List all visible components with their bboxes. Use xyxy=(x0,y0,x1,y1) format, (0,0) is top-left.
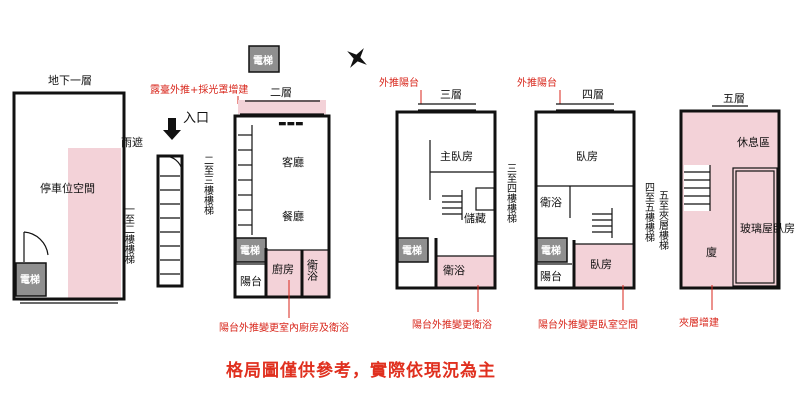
f5-room-label: 廈 xyxy=(706,245,717,259)
f3-bath-label: 衛浴 xyxy=(443,264,465,277)
f3-note-top: 外推陽台 xyxy=(379,76,419,89)
f4-title: 四層 xyxy=(582,88,604,101)
floor-5f: 五層 休息區 玻璃屋臥房 廈 五至夾層樓梯 夾層增建 xyxy=(657,92,796,329)
f4-bedroom2-label: 臥房 xyxy=(590,258,612,271)
floor-2f: 電梯 露臺外推+採光罩增建 二層 ▬▬▬ 客廳 餐廳 電梯 廚房 衛浴 陽台 二… xyxy=(150,45,349,334)
f3-title: 三層 xyxy=(440,88,462,101)
f3-elevator xyxy=(397,237,429,263)
f3-master-label: 主臥房 xyxy=(440,150,473,163)
f4-bath-label: 衛浴 xyxy=(540,196,562,209)
f2-elevator-label: 電梯 xyxy=(240,244,260,257)
f4-stairs-label: 四至五樓樓梯 xyxy=(643,182,655,243)
b1-title: 地下一層 xyxy=(48,74,92,87)
f4-elevator xyxy=(536,237,568,263)
f5-lounge-label: 休息區 xyxy=(737,135,770,149)
f2-kitchen-label: 廚房 xyxy=(272,262,294,276)
f5-note-bottom: 夾層增建 xyxy=(679,316,719,329)
f3-elevator-label: 電梯 xyxy=(402,244,422,257)
f5-outline xyxy=(679,109,781,290)
f3-note-bottom: 陽台外推變更衛浴 xyxy=(412,318,492,331)
f4-note-top: 外推陽台 xyxy=(517,76,557,89)
b1-canopy-label: 雨遮 xyxy=(121,135,143,149)
b1-entrance-label: 入口 xyxy=(183,111,209,126)
b1-elevator xyxy=(15,262,47,297)
b1-parking-highlight xyxy=(68,148,121,298)
roof-elevator-label: 電梯 xyxy=(253,54,273,67)
f5-glass-room-label: 玻璃屋臥房 xyxy=(740,221,795,235)
f2-elevator xyxy=(235,237,267,263)
f2-balcony-label: 陽台 xyxy=(240,274,262,288)
f5-title: 五層 xyxy=(723,92,745,105)
f2-kitchen-highlight xyxy=(266,250,302,296)
roof-elevator xyxy=(248,45,280,73)
f3-stairs-label: 三至四樓樓梯 xyxy=(505,163,517,224)
f2-terrace-highlight xyxy=(238,100,326,114)
f5-glass-room xyxy=(732,167,778,287)
f5-glass-room-label-line: 玻璃屋臥房 xyxy=(740,221,795,235)
floor-4f: 外推陽台 四層 臥房 衛浴 電梯 陽台 臥房 四至五樓樓梯 陽台外推變更臥室空間 xyxy=(517,76,655,331)
b1-elevator-label: 電梯 xyxy=(20,273,40,286)
north-arrow-icon xyxy=(347,48,367,68)
f4-elevator-label: 電梯 xyxy=(541,244,561,257)
f2-title: 二層 xyxy=(270,86,292,99)
f2-bath-label: 衛浴 xyxy=(306,259,319,282)
svg-text:▬▬▬: ▬▬▬ xyxy=(278,119,304,129)
f2-dining-label: 餐廳 xyxy=(282,209,304,223)
f3-outline xyxy=(395,110,497,290)
b1-parking-label: 停車位空間 xyxy=(40,181,95,195)
f2-note-bottom: 陽台外推變更室內廚房及衛浴 xyxy=(219,321,349,334)
floor-3f: 外推陽台 三層 主臥房 儲藏 電梯 衛浴 三至四樓樓梯 陽台外推變更衛浴 xyxy=(379,76,517,331)
b1-stair-strip xyxy=(156,154,184,288)
b1-outline xyxy=(12,91,126,301)
f2-bath-highlight xyxy=(302,250,328,296)
f4-balcony-label: 陽台 xyxy=(540,269,562,283)
f4-note-bottom: 陽台外推變更臥室空間 xyxy=(538,318,638,331)
f2-note-top: 露臺外推+採光罩增建 xyxy=(150,83,248,96)
floor-b1: 地下一層 停車位空間 電梯 雨遮 入口 一至二樓樓梯 xyxy=(12,74,209,304)
f4-bedroom-label: 臥房 xyxy=(576,150,598,163)
f2-outline xyxy=(233,114,331,299)
f2-stairs-label: 二至三樓樓梯 xyxy=(202,155,214,216)
f2-living-label: 客廳 xyxy=(282,155,304,169)
f4-bedroom2-highlight xyxy=(574,244,632,288)
b1-stairs-label: 一至二樓樓梯 xyxy=(123,204,135,265)
f4-outline xyxy=(534,110,636,290)
f5-stairs-label: 五至夾層樓梯 xyxy=(657,190,669,251)
disclaimer: 格局圖僅供參考，實際依現況為主 xyxy=(226,360,496,381)
f3-closet-label: 儲藏 xyxy=(464,212,486,225)
f3-bath-highlight xyxy=(436,256,495,288)
arrow-down-icon xyxy=(163,118,181,140)
